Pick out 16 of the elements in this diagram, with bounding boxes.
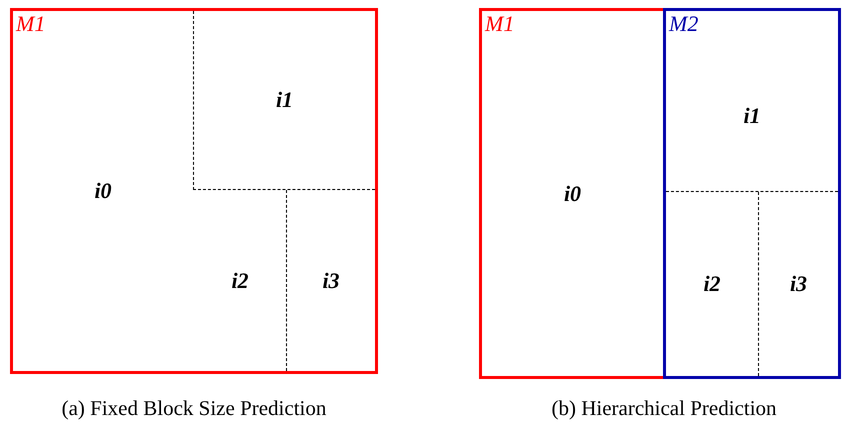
model-label: M1 bbox=[485, 11, 514, 37]
block-label: i3 bbox=[322, 268, 340, 294]
block-label: i3 bbox=[790, 271, 808, 297]
model-label: M2 bbox=[669, 11, 698, 37]
figure-caption: (a) Fixed Block Size Prediction bbox=[62, 396, 326, 421]
block-label: i0 bbox=[94, 178, 112, 204]
model-frame bbox=[663, 8, 841, 379]
block-label: i1 bbox=[743, 103, 761, 129]
block-label: i1 bbox=[276, 87, 294, 113]
block-label: i2 bbox=[703, 271, 721, 297]
prediction-block bbox=[193, 11, 375, 190]
figure-caption: (b) Hierarchical Prediction bbox=[551, 396, 777, 421]
block-label: i0 bbox=[564, 180, 582, 206]
model-frame bbox=[10, 8, 378, 374]
block-label: i2 bbox=[231, 268, 249, 294]
model-label: M1 bbox=[16, 11, 46, 37]
